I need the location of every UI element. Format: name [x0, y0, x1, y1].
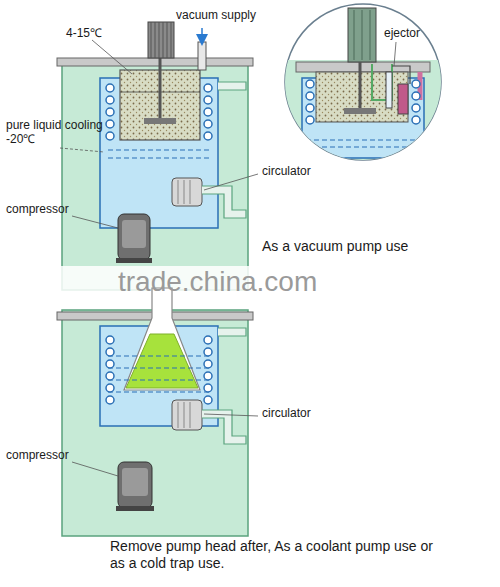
cooling-coil: [106, 384, 114, 392]
cooling-coil: [412, 116, 420, 124]
vacuum-unit: [57, 22, 253, 290]
cooling-coil: [204, 132, 212, 140]
cooling-coil: [204, 120, 212, 128]
cooling-coil: [204, 348, 212, 356]
cooling-coil: [204, 96, 212, 104]
part-label: circulator: [262, 164, 352, 178]
cooling-coil: [204, 372, 212, 380]
cooling-coil: [204, 360, 212, 368]
part-label: ejector: [384, 26, 444, 40]
part-label: circulator: [262, 406, 352, 420]
vacuum-label: vacuum supply: [176, 8, 276, 22]
leader-lines: [60, 40, 396, 476]
cooling-coil: [306, 116, 314, 124]
cooling-coil: [204, 84, 212, 92]
cooling-coil: [306, 92, 314, 100]
cooling-coil: [306, 104, 314, 112]
cooling-label: pure liquid cooling -20℃: [6, 118, 110, 146]
cooling-coil: [106, 336, 114, 344]
ejector-inset: [285, 4, 445, 170]
cooling-coil: [306, 80, 314, 88]
cooling-coil: [412, 80, 420, 88]
cooling-coil: [204, 108, 212, 116]
mode-caption: Remove pump head after, As a coolant pum…: [110, 538, 450, 572]
cooling-coil: [106, 396, 114, 404]
cooling-coil: [204, 336, 212, 344]
cooling-coil: [106, 132, 114, 140]
cooling-coil: [204, 396, 212, 404]
temperature-label: 4-15℃: [66, 26, 126, 40]
cooling-coil: [204, 384, 212, 392]
mode-caption: As a vacuum pump use: [262, 238, 482, 255]
cooling-coil: [106, 348, 114, 356]
watermark-band: [0, 266, 500, 298]
watermark: trade.china.com: [118, 266, 438, 298]
cooling-coil: [106, 372, 114, 380]
cooling-coil: [412, 104, 420, 112]
cooling-coil: [106, 120, 114, 128]
cooling-coil: [106, 360, 114, 368]
cooling-coil: [106, 108, 114, 116]
part-label: compressor: [6, 448, 96, 462]
cooling-coil: [412, 92, 420, 100]
cooling-coil: [106, 96, 114, 104]
coolant-unit: [57, 288, 253, 536]
cooling-coil: [106, 84, 114, 92]
part-label: compressor: [6, 202, 96, 216]
